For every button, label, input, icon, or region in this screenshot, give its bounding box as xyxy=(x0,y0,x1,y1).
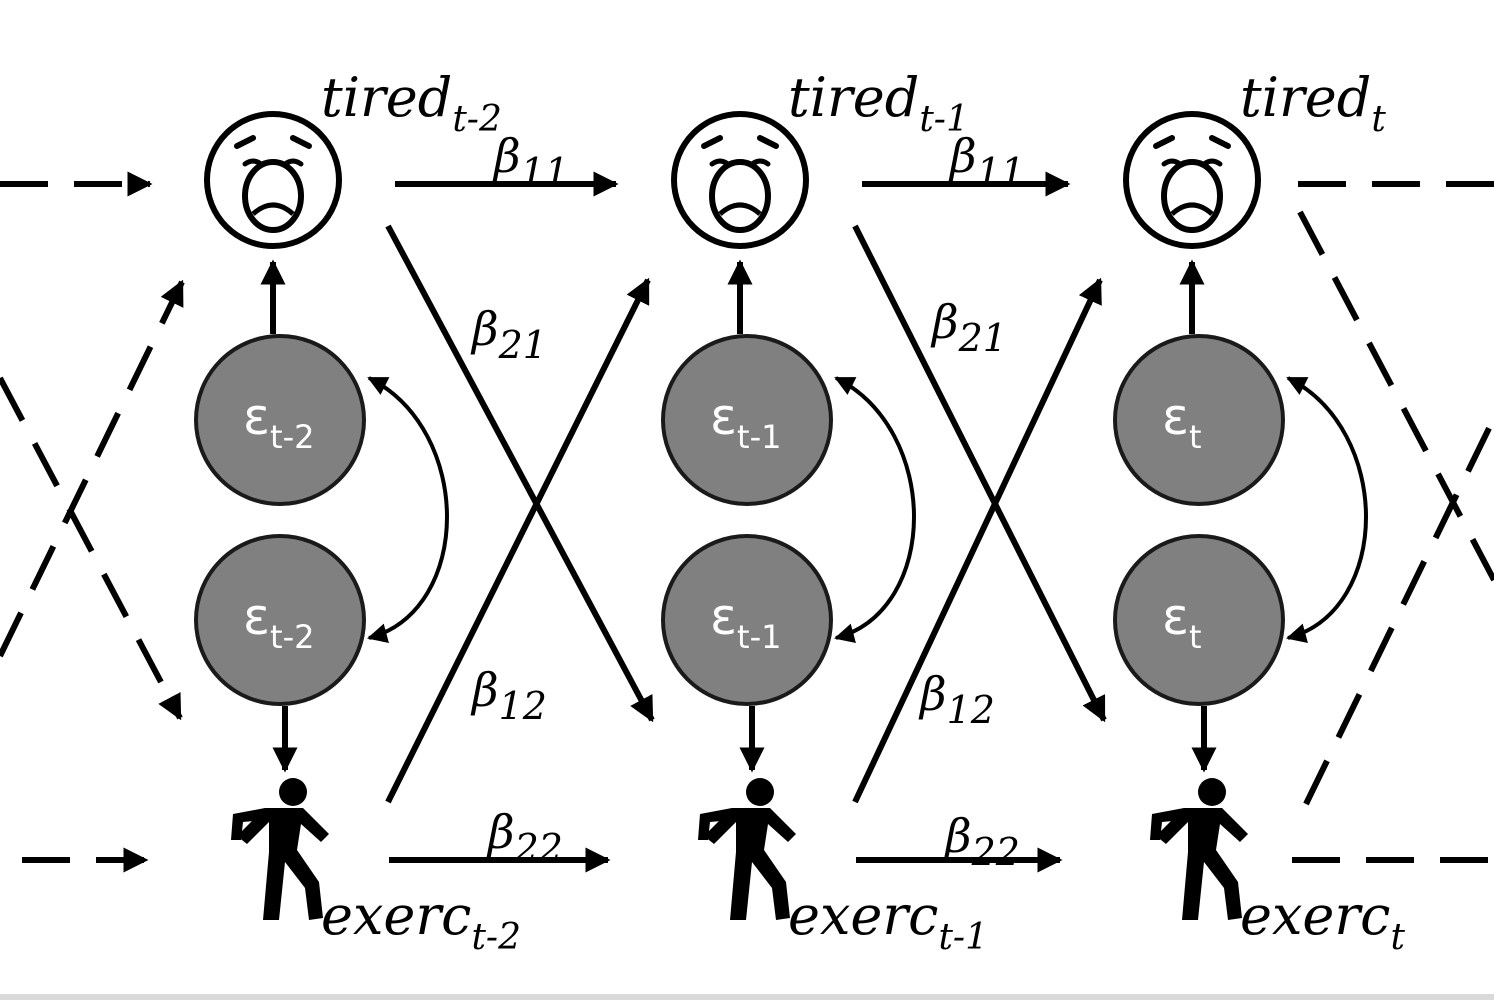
coefficient-label-0: β11 xyxy=(492,129,569,194)
residual-tired-label: εt xyxy=(1162,388,1202,456)
coefficient-label-2: β12 xyxy=(470,663,547,728)
residual-exerc-label: εt-1 xyxy=(710,588,781,656)
exerc-variable-label: exerct xyxy=(1240,884,1405,958)
exerc-variable-label: exerct-1 xyxy=(788,884,988,958)
residual-exerc-node xyxy=(1113,534,1285,706)
incoming-cross-to-exerc-arrow xyxy=(0,376,183,721)
residual-covariance-arrow xyxy=(367,376,449,643)
cross-lag-tired-to-exerc-arrow-0 xyxy=(385,224,655,723)
residual-exerc-label: εt xyxy=(1162,588,1202,656)
tired-face-icon xyxy=(674,114,806,246)
incoming-cross-to-tired-arrow xyxy=(0,279,185,658)
time-column-2: εt εt tiredt exerct xyxy=(1113,66,1405,958)
coefficient-label-4: β11 xyxy=(948,129,1025,194)
coefficient-label-1: β21 xyxy=(470,302,547,367)
walking-person-icon xyxy=(231,778,329,920)
residual-tired-node xyxy=(1113,334,1285,506)
residual-covariance-arrow xyxy=(834,376,916,643)
coefficient-label-6: β12 xyxy=(918,667,995,732)
tired-variable-label: tiredt-1 xyxy=(788,66,969,140)
residual-covariance-arrow xyxy=(1286,376,1368,643)
walking-person-icon xyxy=(1150,778,1248,920)
outgoing-cross-down-line xyxy=(1297,210,1494,582)
coefficient-label-5: β21 xyxy=(930,295,1007,360)
time-column-0: εt-2 εt-2 tiredt-2 exerct-2 xyxy=(194,66,521,958)
tired-variable-label: tiredt-2 xyxy=(321,66,502,140)
residual-tired-node xyxy=(194,334,366,506)
residual-exerc-label: εt-2 xyxy=(243,588,314,656)
residual-tired-label: εt-1 xyxy=(710,388,781,456)
path-arrows xyxy=(0,171,1494,873)
cross-lag-tired-to-exerc-arrow-1 xyxy=(852,224,1107,723)
residual-exerc-node xyxy=(661,534,833,706)
time-column-1: εt-1 εt-1 tiredt-1 exerct-1 xyxy=(661,66,988,958)
walking-person-icon xyxy=(698,778,796,920)
coefficient-label-3: β22 xyxy=(486,805,563,870)
cross-lag-exerc-to-tired-arrow-0 xyxy=(385,277,651,804)
tired-face-icon xyxy=(1126,114,1258,246)
variable-nodes: εt-2 εt-2 tiredt-2 exerct-2 εt-1 εt-1 tiredt-1… xyxy=(194,66,1405,958)
coefficient-label-7: β22 xyxy=(943,809,1020,874)
coefficient-labels: β11 β21 β12 β22 β11 β21 β12 β22 xyxy=(470,129,1025,874)
cross-lag-exerc-to-tired-arrow-1 xyxy=(852,277,1103,804)
tired-variable-label: tiredt xyxy=(1240,66,1386,140)
residual-tired-node xyxy=(661,334,833,506)
residual-exerc-node xyxy=(194,534,366,706)
exerc-variable-label: exerct-2 xyxy=(321,884,521,958)
tired-face-icon xyxy=(207,114,339,246)
residual-tired-label: εt-2 xyxy=(243,388,314,456)
window-bottom-edge xyxy=(0,994,1494,1000)
